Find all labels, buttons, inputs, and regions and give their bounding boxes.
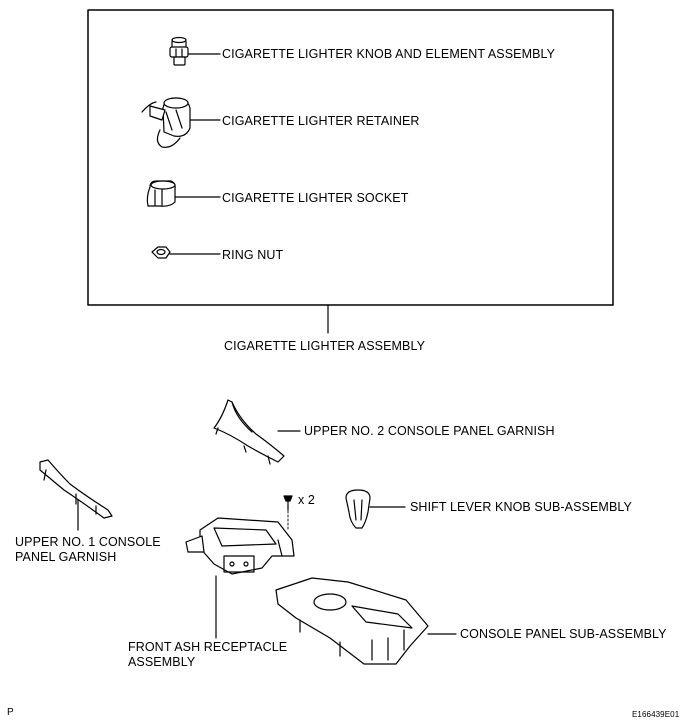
label-shift-knob: SHIFT LEVER KNOB SUB-ASSEMBLY — [410, 500, 632, 514]
label-console-panel: CONSOLE PANEL SUB-ASSEMBLY — [460, 627, 667, 641]
lighter-socket-illustration — [146, 180, 176, 207]
label-screw-qty: x 2 — [298, 493, 315, 507]
part-label-retainer: CIGARETTE LIGHTER RETAINER — [222, 114, 420, 128]
ring-nut-illustration — [151, 246, 171, 259]
page-mark: P — [7, 707, 14, 718]
assembly-label: CIGARETTE LIGHTER ASSEMBLY — [224, 339, 426, 353]
screw-illustration — [283, 495, 293, 531]
label-upper-no1-line2: PANEL GARNISH — [15, 550, 117, 564]
assembly-frame — [87, 9, 614, 306]
label-upper-no2-garnish: UPPER NO. 2 CONSOLE PANEL GARNISH — [304, 424, 555, 438]
label-ash-receptacle-line2: ASSEMBLY — [128, 655, 196, 669]
part-label-ring-nut: RING NUT — [222, 248, 284, 262]
part-label-knob: CIGARETTE LIGHTER KNOB AND ELEMENT ASSEM… — [222, 47, 556, 61]
ash-receptacle-illustration — [185, 517, 295, 575]
label-ash-receptacle-line1: FRONT ASH RECEPTACLE — [128, 640, 288, 654]
upper-no1-garnish-illustration — [39, 459, 113, 519]
label-upper-no1-line1: UPPER NO. 1 CONSOLE — [15, 535, 161, 549]
upper-no2-garnish-illustration — [213, 399, 285, 465]
lighter-knob-illustration — [169, 36, 189, 66]
lighter-retainer-illustration — [141, 97, 191, 148]
shift-knob-illustration — [345, 489, 371, 529]
part-label-socket: CIGARETTE LIGHTER SOCKET — [222, 191, 409, 205]
console-panel-illustration — [275, 577, 429, 665]
figure-id: E166439E01 — [632, 710, 680, 719]
